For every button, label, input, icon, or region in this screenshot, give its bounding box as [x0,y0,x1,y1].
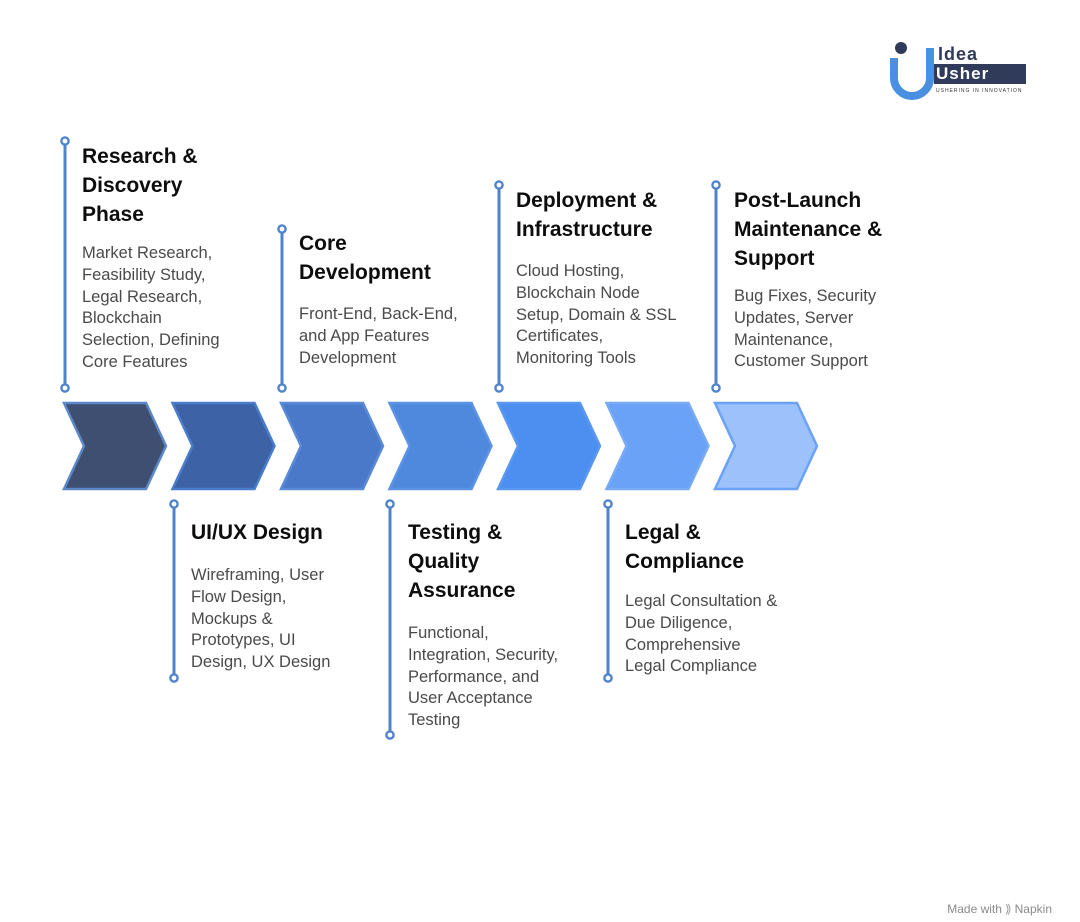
connector-dot-3-end [277,383,287,393]
connector-dot-4-end [385,730,395,740]
stage-title-line: Research & [82,145,198,168]
stage-title-line: Core [299,232,347,255]
stage-description-line: Legal Compliance [625,657,758,676]
logo-word-usher: Usher [934,64,1026,84]
stage-description-line: Certificates, [516,327,604,346]
stage-title-line: Deployment & [516,189,658,212]
stage-description-line: Market Research, [82,244,213,262]
chevron-step-4 [387,401,493,491]
stage-title: Deployment & Infrastructure [516,186,657,244]
stage-description-line: Performance, and [408,667,540,686]
stage-title-line: Infrastructure [516,218,653,241]
stage-description-line: Design, UX Design [191,653,331,672]
stage-description-line: Bug Fixes, Security [734,287,877,305]
logo-word-idea: Idea [938,44,979,64]
connector-dot-3-start [277,224,287,234]
stage-description: Legal Consultation & Due Diligence, Compre… [625,591,777,678]
stage-description-line: Blockchain [82,309,162,328]
stage-description-line: Maintenance, [734,330,834,349]
connector-dot-1-end [60,383,70,393]
stage-description-line: Functional, [408,624,489,642]
chevron-step-6 [604,401,710,491]
stage-description-line: Wireframing, User [191,566,324,584]
stage-description-line: Testing [408,711,461,730]
stage-description-line: Selection, Defining [82,331,220,350]
stage-title: UI/UX Design [191,518,323,547]
logo-tagline: USHERING IN INNOVATION [936,88,1023,94]
stage-title-line: Development [299,261,431,284]
stage-description-line: Front-End, Back-End, [299,305,458,323]
stage-description-line: Development [299,348,397,367]
connector-dot-7-end [711,383,721,393]
stage-title-line: Legal & [625,521,701,544]
made-with-text: Made with [947,902,1002,916]
stage-title-line: Maintenance & [734,218,883,241]
stage-title: Legal & Compliance [625,518,744,576]
chevron-step-3 [279,401,385,491]
stage-description-line: Legal Research, [82,287,203,306]
stage-description-line: Flow Design, [191,587,287,606]
stage-description: Functional, Integration, Security, Perform… [408,623,558,732]
stage-title-line: Compliance [625,550,745,573]
chevron-step-7 [713,401,819,491]
stage-description-line: Cloud Hosting, [516,262,625,280]
stage-title-line: Post-Launch [734,189,862,212]
stage-description-line: Prototypes, UI [191,631,296,650]
stage-description-line: Mockups & [191,609,273,628]
stage-description-line: Core Features [82,352,188,371]
stage-title-line: Phase [82,203,144,226]
stage-description-line: Feasibility Study, [82,265,206,284]
stage-description-line: and App Features [299,326,430,345]
connector-dot-2-start [169,499,179,509]
idea-usher-logo: Idea Usher USHERING IN INNOVATION [890,40,1030,100]
napkin-credit: Made with⟫Napkin [947,902,1052,916]
chevron-step-1 [62,401,168,491]
chevron-step-5 [496,401,602,491]
connector-dot-6-end [603,673,613,683]
stage-title-line: Quality [408,550,480,573]
chevron-step-2 [170,401,276,491]
connector-dot-2-end [169,673,179,683]
connector-dot-7-start [711,180,721,190]
connector-dot-4-start [385,499,395,509]
stage-description-line: Monitoring Tools [516,349,636,368]
stage-description-line: Due Diligence, [625,613,733,632]
stage-description-line: Integration, Security, [408,645,559,664]
connector-dot-5-end [494,383,504,393]
stage-title-line: Discovery [82,174,183,197]
logo-u-mark-icon [890,42,934,100]
connector-dot-1-start [60,136,70,146]
napkin-icon: ⟫ [1004,902,1012,916]
connector-dot-6-start [603,499,613,509]
stage-description: Market Research, Feasibility Study, Legal … [82,243,220,374]
stage-description-line: Legal Consultation & [625,592,778,610]
stage-title-line: UI/UX Design [191,521,323,544]
stage-description-line: Setup, Domain & SSL [516,305,677,324]
stage-description-line: Comprehensive [625,635,741,654]
napkin-brand-text: Napkin [1014,902,1052,916]
connector-dot-5-start [494,180,504,190]
stage-title-line: Assurance [408,579,516,602]
stage-title-line: Testing & [408,521,503,544]
stage-title-line: Support [734,247,815,270]
stage-description-line: Customer Support [734,352,868,371]
stage-description-line: Blockchain Node [516,283,640,302]
stage-description-line: Updates, Server [734,308,854,327]
stage-description-line: User Acceptance [408,689,533,708]
